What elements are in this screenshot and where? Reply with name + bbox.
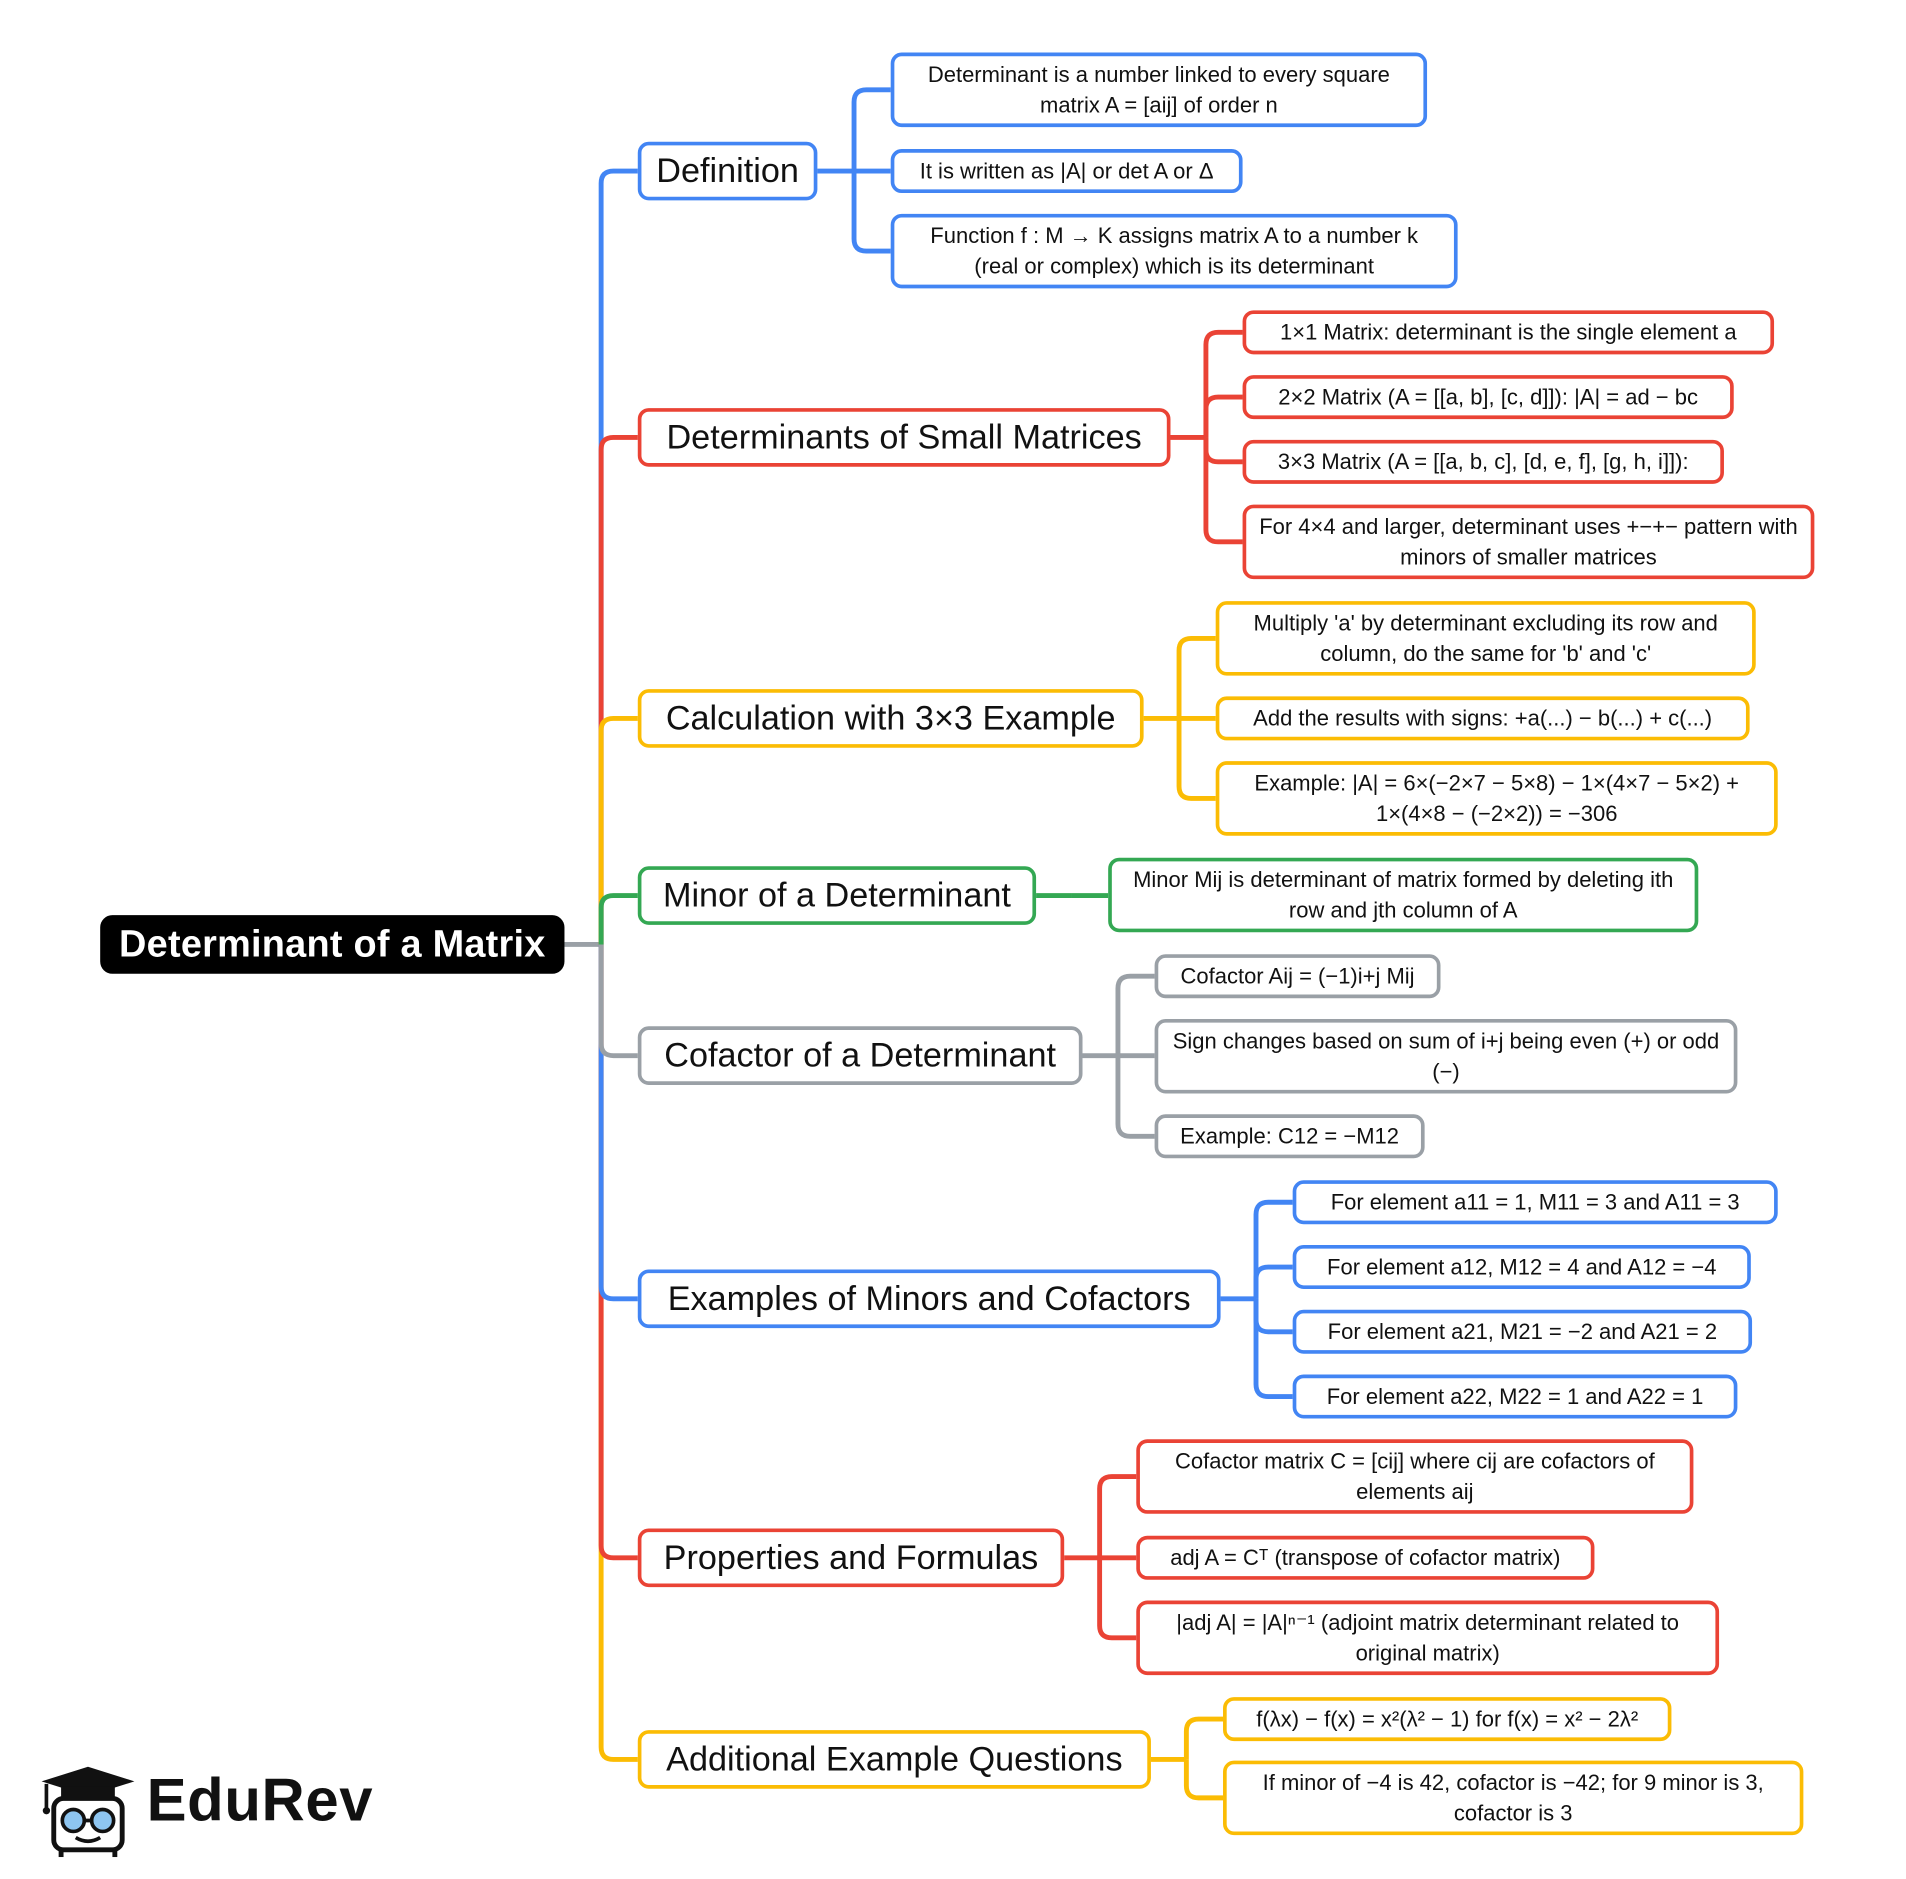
leaf-connector-properties-3 (1097, 1557, 1137, 1641)
leaf-connector-examples-1 (1253, 1199, 1293, 1299)
leaf-additional-1: f(λx) − f(x) = x²(λ² − 1) for f(x) = x² … (1223, 1697, 1672, 1742)
leaf-properties-2: adj A = Cᵀ (transpose of cofactor matrix… (1136, 1535, 1595, 1580)
leaf-connector-small-matrices-4 (1203, 437, 1243, 545)
leaf-connector-calculation-1 (1176, 635, 1216, 719)
leaf-connector-examples-4 (1253, 1298, 1293, 1399)
leaf-properties-3: |adj A| = |A|ⁿ⁻¹ (adjoint matrix determi… (1136, 1600, 1720, 1676)
trunk-connector-small-matrices (598, 434, 638, 945)
leaf-connector-examples-3 (1253, 1298, 1293, 1335)
leaf-connector-additional-1 (1183, 1716, 1224, 1760)
trunk-connector-properties (598, 944, 638, 1561)
leaf-additional-2: If minor of −4 is 42, cofactor is −42; f… (1223, 1760, 1804, 1836)
brand-name: EduRev (146, 1767, 374, 1834)
leaf-definition-1: Determinant is a number linked to every … (890, 52, 1428, 128)
leaf-connector-definition-3 (851, 171, 891, 254)
leaf-cofactor-2: Sign changes based on sum of i+j being e… (1154, 1018, 1738, 1094)
branch-additional: Additional Example Questions (637, 1730, 1151, 1789)
leaf-small-matrices-4: For 4×4 and larger, determinant uses +−+… (1242, 504, 1815, 580)
branch-minor: Minor of a Determinant (637, 866, 1037, 925)
leaf-calculation-1: Multiply 'a' by determinant excluding it… (1215, 601, 1756, 676)
leaf-examples-2: For element a12, M12 = 4 and A12 = −4 (1292, 1245, 1751, 1289)
leaf-connector-additional-2 (1183, 1759, 1224, 1801)
leaf-connector-examples-2 (1253, 1264, 1293, 1299)
leaf-properties-1: Cofactor matrix C = [cij] where cij are … (1136, 1439, 1694, 1514)
branch-calculation: Calculation with 3×3 Example (637, 689, 1144, 748)
edurev-logo: EduRev (34, 1759, 388, 1858)
branch-properties: Properties and Formulas (637, 1528, 1065, 1588)
branch-examples: Examples of Minors and Cofactors (637, 1269, 1221, 1329)
trunk-connector-definition (598, 168, 638, 945)
leaf-minor-1: Minor Mij is determinant of matrix forme… (1108, 857, 1699, 933)
leaf-cofactor-1: Cofactor Aij = (−1)i+j Mij (1154, 954, 1441, 999)
leaf-connector-definition-1 (851, 87, 891, 172)
root-node: Determinant of a Matrix (100, 915, 565, 974)
leaf-examples-4: For element a22, M22 = 1 and A22 = 1 (1292, 1374, 1738, 1419)
leaf-examples-3: For element a21, M21 = −2 and A21 = 2 (1292, 1309, 1753, 1354)
leaf-small-matrices-3: 3×3 Matrix (A = [[a, b, c], [d, e, f], [… (1242, 439, 1724, 484)
leaf-connector-small-matrices-1 (1203, 329, 1243, 438)
trunk-connector-calculation (598, 715, 638, 945)
leaf-connector-calculation-3 (1176, 718, 1216, 801)
trunk-connector-examples (598, 944, 638, 1302)
trunk-connector-cofactor (598, 944, 638, 1059)
leaf-calculation-3: Example: |A| = 6×(−2×7 − 5×8) − 1×(4×7 −… (1215, 761, 1778, 836)
leaf-definition-3: Function f : M → K assigns matrix A to a… (890, 213, 1458, 289)
leaf-small-matrices-2: 2×2 Matrix (A = [[a, b], [c, d]]): |A| =… (1242, 375, 1734, 420)
leaf-connector-small-matrices-3 (1203, 437, 1243, 465)
branch-definition: Definition (637, 141, 818, 201)
leaf-connector-properties-1 (1097, 1474, 1137, 1558)
leaf-small-matrices-1: 1×1 Matrix: determinant is the single el… (1242, 310, 1775, 355)
leaf-connector-cofactor-3 (1115, 1055, 1155, 1139)
leaf-calculation-2: Add the results with signs: +a(...) − b(… (1215, 696, 1750, 741)
leaf-examples-1: For element a11 = 1, M11 = 3 and A11 = 3 (1292, 1180, 1778, 1225)
trunk-connector-minor (598, 893, 638, 945)
trunk-connector-additional (598, 944, 638, 1762)
leaf-definition-2: It is written as |A| or det A or Δ (890, 149, 1243, 194)
leaf-connector-small-matrices-2 (1203, 394, 1243, 438)
graduation-cap-owl-icon (41, 1766, 135, 1858)
leaf-connector-cofactor-1 (1115, 973, 1155, 1056)
leaf-cofactor-3: Example: C12 = −M12 (1154, 1114, 1425, 1159)
branch-cofactor: Cofactor of a Determinant (637, 1026, 1083, 1085)
branch-small-matrices: Determinants of Small Matrices (637, 408, 1171, 467)
